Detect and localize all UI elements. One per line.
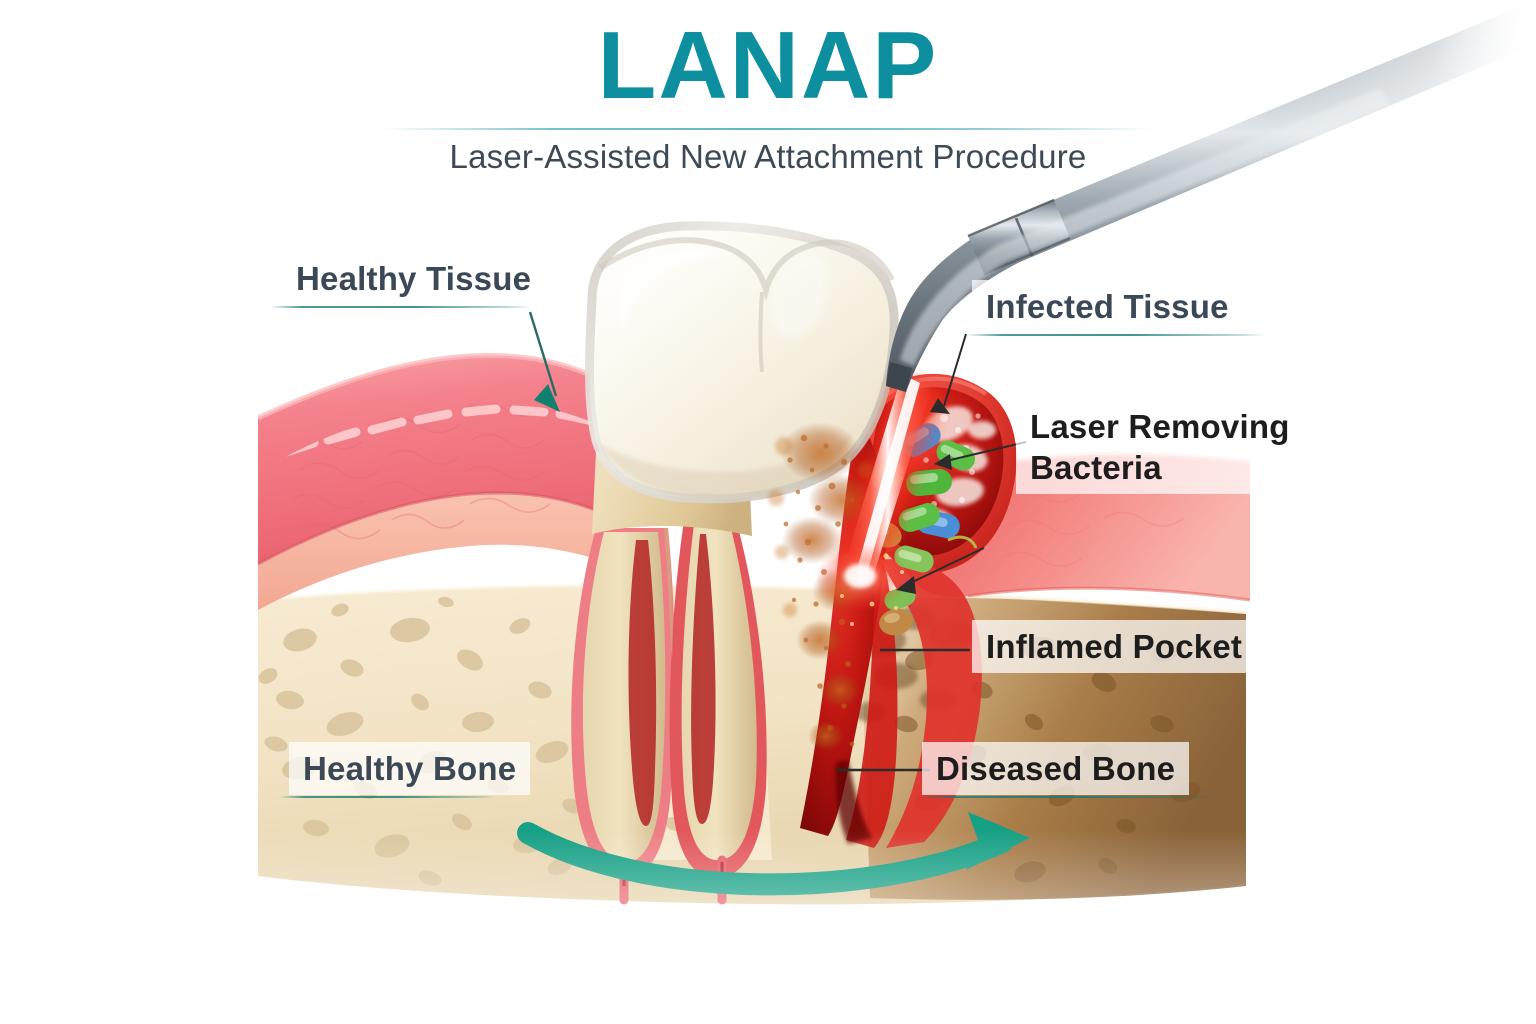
- callout-diseased-bone: Diseased Bone: [918, 742, 1218, 798]
- callout-laser-removing-bacteria-line2: Bacteria: [1030, 449, 1162, 486]
- callout-underline: [279, 796, 495, 798]
- callout-underline: [270, 306, 532, 308]
- callout-healthy-tissue: Healthy Tissue: [270, 252, 546, 308]
- callout-inflamed-pocket-label: Inflamed Pocket: [986, 628, 1243, 665]
- callout-infected-tissue: Infected Tissue: [966, 280, 1266, 336]
- callout-healthy-bone-label: Healthy Bone: [303, 750, 517, 787]
- callout-diseased-bone-label: Diseased Bone: [936, 750, 1176, 787]
- edge-fade-bottom: [0, 830, 1536, 1024]
- callout-healthy-bone: Healthy Bone: [279, 742, 531, 798]
- callout-underline: [918, 796, 1218, 798]
- callout-inflamed-pocket: Inflamed Pocket: [972, 620, 1257, 673]
- callout-laser-removing-bacteria: Laser Removing Bacteria: [1016, 400, 1304, 494]
- callout-leader-lines: [528, 311, 1027, 772]
- callout-underline: [966, 334, 1266, 336]
- callout-laser-removing-bacteria-line1: Laser Removing: [1030, 408, 1290, 445]
- callout-healthy-tissue-label: Healthy Tissue: [296, 260, 532, 297]
- callout-infected-tissue-label: Infected Tissue: [986, 288, 1229, 325]
